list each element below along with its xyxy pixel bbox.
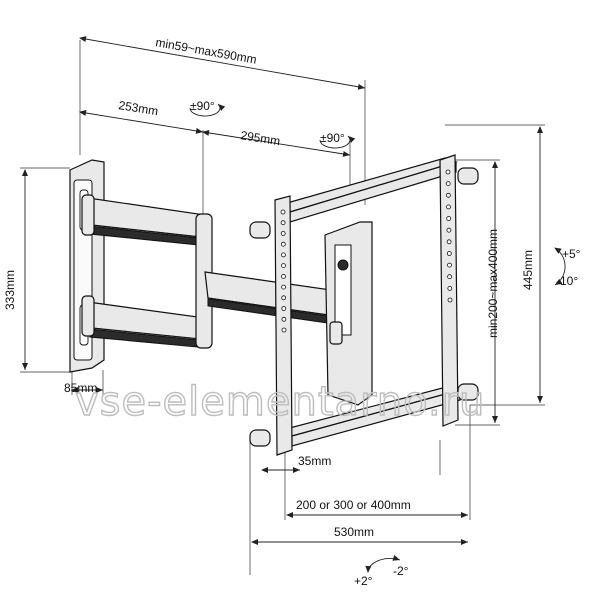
rail-hole xyxy=(446,239,452,245)
rail-hole xyxy=(281,306,287,311)
rail-hole xyxy=(281,316,287,322)
upper-arm xyxy=(81,194,211,247)
swivel-right-label: -2° xyxy=(393,564,409,578)
rail-hole xyxy=(446,216,452,221)
overall-width-label: 530mm xyxy=(334,525,374,539)
rail-hole xyxy=(446,227,452,233)
rail-holes xyxy=(280,169,453,333)
rail-hole xyxy=(281,284,287,290)
rail-hole xyxy=(280,231,286,236)
swivel-arc-icon xyxy=(365,554,401,573)
watermark-text: vse-elementarno.ru xyxy=(75,379,485,425)
rail-hole xyxy=(281,273,286,279)
rail-hole xyxy=(280,220,286,226)
tilt-down-label: -10° xyxy=(556,274,578,288)
rotate-icon xyxy=(319,135,356,149)
dimension-lines xyxy=(22,36,543,545)
rail-hole xyxy=(447,262,452,268)
tv-frame xyxy=(274,154,462,456)
rail-hole xyxy=(281,295,287,301)
extension-lines xyxy=(20,40,545,575)
rail-hole xyxy=(445,169,451,175)
plate-width-label: 85mm xyxy=(64,381,97,395)
rail-hole xyxy=(281,263,286,269)
rotation2-label: ±90° xyxy=(320,131,345,145)
overall-height-label: 445mm xyxy=(521,250,535,290)
rail-hole xyxy=(445,181,451,187)
rail-hole xyxy=(280,241,286,247)
rail-hole xyxy=(446,204,451,210)
dim-line-arm2 xyxy=(202,129,351,157)
swivel-left-label: +2° xyxy=(354,574,373,588)
arm2-label: 295mm xyxy=(240,128,282,148)
plate-height-label: 333mm xyxy=(3,270,17,310)
rail-hole xyxy=(445,192,451,198)
rail-end-caps xyxy=(249,167,479,447)
rail-hole xyxy=(446,251,452,256)
rotation-symbols xyxy=(189,103,566,573)
vesa-horizontal-label: 200 or 300 or 400mm xyxy=(296,498,411,512)
rotation1-label: ±90° xyxy=(190,99,215,113)
vesa-vertical-label: min200~max400mm xyxy=(486,229,500,338)
tilt-arc-icon xyxy=(554,247,566,286)
lower-arm xyxy=(81,295,211,349)
dim-line-top-span xyxy=(79,36,366,90)
tilt-bracket xyxy=(324,221,373,406)
dim-line-arm1 xyxy=(79,110,204,134)
arm1-label: 253mm xyxy=(118,98,160,118)
rail-hole xyxy=(280,252,286,258)
rail-hole xyxy=(281,327,287,333)
rotate-icon xyxy=(189,103,226,117)
rail-hole xyxy=(280,209,286,215)
wall-plate xyxy=(69,159,105,373)
rail-hole xyxy=(447,297,453,303)
tilt-up-label: +5° xyxy=(562,247,581,261)
top-span-label: min59~max590mm xyxy=(154,35,257,67)
rail-hole xyxy=(447,274,453,280)
rail-hole xyxy=(447,285,453,291)
bracket-gap-label: 35mm xyxy=(298,454,331,468)
